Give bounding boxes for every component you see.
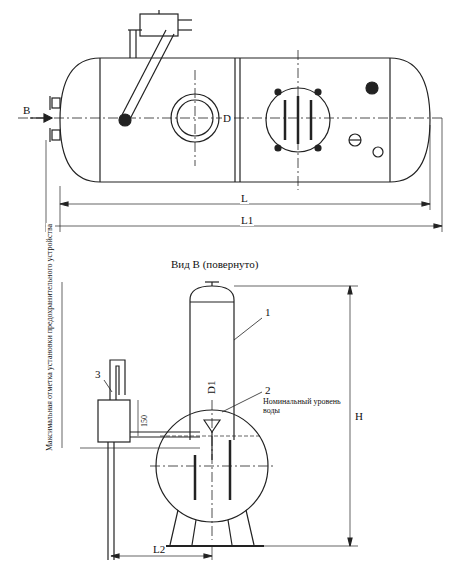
view-heading: Вид В (повернуто): [170, 258, 259, 270]
callout-number: 1: [264, 306, 272, 318]
dimension: L1: [240, 214, 254, 226]
callout-number: 3: [94, 368, 102, 380]
vessel-end-view: [62, 282, 358, 560]
callout-number: 2: [264, 384, 272, 396]
note: Номинальный уровень воды: [262, 398, 342, 416]
dimension: D1: [205, 380, 217, 395]
dimension: L2: [152, 543, 166, 555]
note: Максимальная отметка установки предохран…: [46, 223, 55, 452]
dimension: L: [240, 192, 249, 204]
view-arrow-letter: В: [22, 104, 31, 116]
dimension: H: [354, 410, 364, 422]
vessel-side-view: [18, 10, 445, 232]
dimension: D: [222, 112, 232, 124]
dimension: 150: [141, 414, 150, 428]
